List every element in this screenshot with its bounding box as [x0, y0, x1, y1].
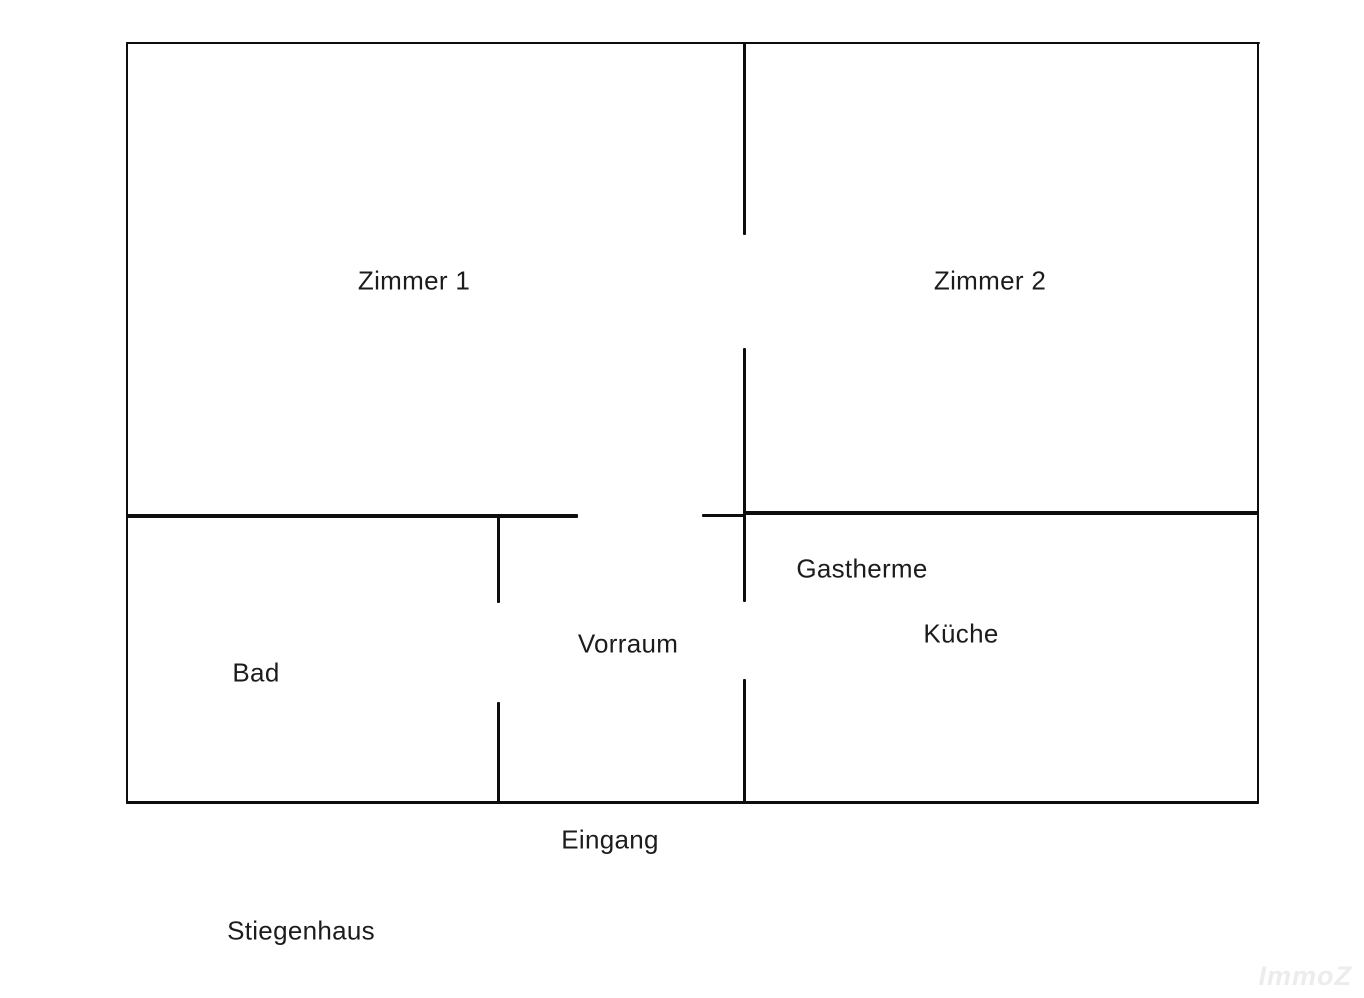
room-label-kueche: Küche — [923, 618, 999, 649]
wall-outer-bottom — [126, 801, 1259, 804]
wall-divider-center-top — [743, 42, 746, 235]
room-label-bad: Bad — [232, 657, 280, 688]
wall-outer-top — [126, 42, 1260, 44]
wall-mid-horizontal-stub — [702, 514, 744, 517]
wall-mid-horizontal-right — [744, 511, 1258, 515]
room-label-gastherme: Gastherme — [796, 553, 928, 584]
wall-divider-bad-bottom — [497, 702, 500, 803]
wall-divider-center-middle — [743, 348, 746, 602]
wall-outer-right — [1257, 42, 1259, 804]
wall-divider-bad-top — [497, 516, 500, 603]
room-label-zimmer-2: Zimmer 2 — [933, 265, 1047, 296]
room-label-vorraum: Vorraum — [577, 628, 679, 659]
immoz-watermark: ImmoZ — [1258, 961, 1352, 991]
room-label-zimmer-1: Zimmer 1 — [357, 265, 471, 296]
room-label-eingang: Eingang — [561, 824, 659, 855]
room-label-stiegenhaus: Stiegenhaus — [227, 915, 375, 946]
wall-mid-horizontal-left — [126, 514, 578, 518]
wall-outer-left — [126, 42, 128, 804]
wall-divider-center-bottom — [743, 679, 746, 804]
